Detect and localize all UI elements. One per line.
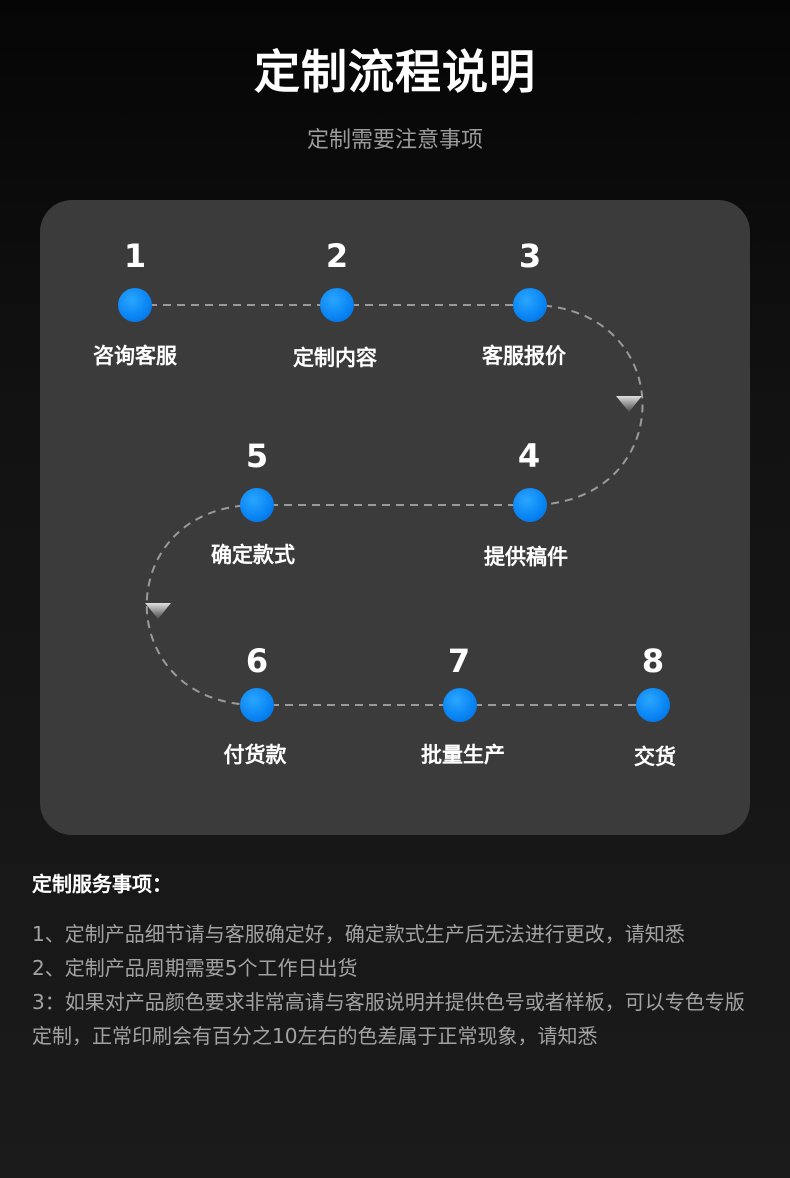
step-1-number: 1 [123, 237, 147, 275]
step-3-number: 3 [518, 237, 542, 275]
step-8-number: 8 [641, 642, 665, 680]
step-5-label: 确定款式 [211, 543, 295, 567]
page-title: 定制流程说明 [254, 45, 536, 99]
step-6-number: 6 [245, 642, 269, 680]
note-item-2: 2、定制产品周期需要5个工作日出货 [32, 956, 358, 980]
service-notes: 定制服务事项： 1、定制产品细节请与客服确定好，确定款式生产后无法进行更改，请知… [32, 868, 752, 1053]
step-8-label: 交货 [634, 745, 676, 769]
page-subtitle: 定制需要注意事项 [306, 128, 483, 153]
step-4-number: 4 [517, 437, 541, 475]
arrow-down-icon [616, 396, 642, 412]
note-item-1: 1、定制产品细节请与客服确定好，确定款式生产后无法进行更改，请知悉 [32, 922, 685, 946]
step-2-number: 2 [325, 237, 349, 275]
notes-heading: 定制服务事项： [32, 872, 172, 896]
step-5-number: 5 [245, 437, 269, 475]
step-4-dot [513, 488, 547, 522]
step-7-dot [443, 688, 477, 722]
step-5-dot [240, 488, 274, 522]
step-2-dot [320, 288, 354, 322]
note-item-3: 3：如果对产品颜色要求非常高请与客服说明并提供色号或者样板，可以专色专版定制，正… [32, 990, 745, 1048]
arrow-down-icon [145, 603, 171, 619]
step-6-dot [240, 688, 274, 722]
step-1-dot [118, 288, 152, 322]
connector-3-4 [529, 304, 644, 506]
step-8-dot [636, 688, 670, 722]
step-3-dot [513, 288, 547, 322]
flow-connectors [135, 304, 653, 706]
step-7-number: 7 [447, 642, 471, 680]
step-6-label: 付货款 [223, 743, 287, 767]
step-1-label: 咨询客服 [93, 344, 177, 368]
step-2-label: 定制内容 [293, 346, 377, 370]
step-7-label: 批量生产 [421, 743, 505, 767]
flow-card: 1 咨询客服 2 定制内容 3 客服报价 4 提供稿件 5 确定款式 6 付货款… [40, 200, 750, 835]
step-4-label: 提供稿件 [484, 545, 568, 569]
step-3-label: 客服报价 [482, 344, 566, 368]
